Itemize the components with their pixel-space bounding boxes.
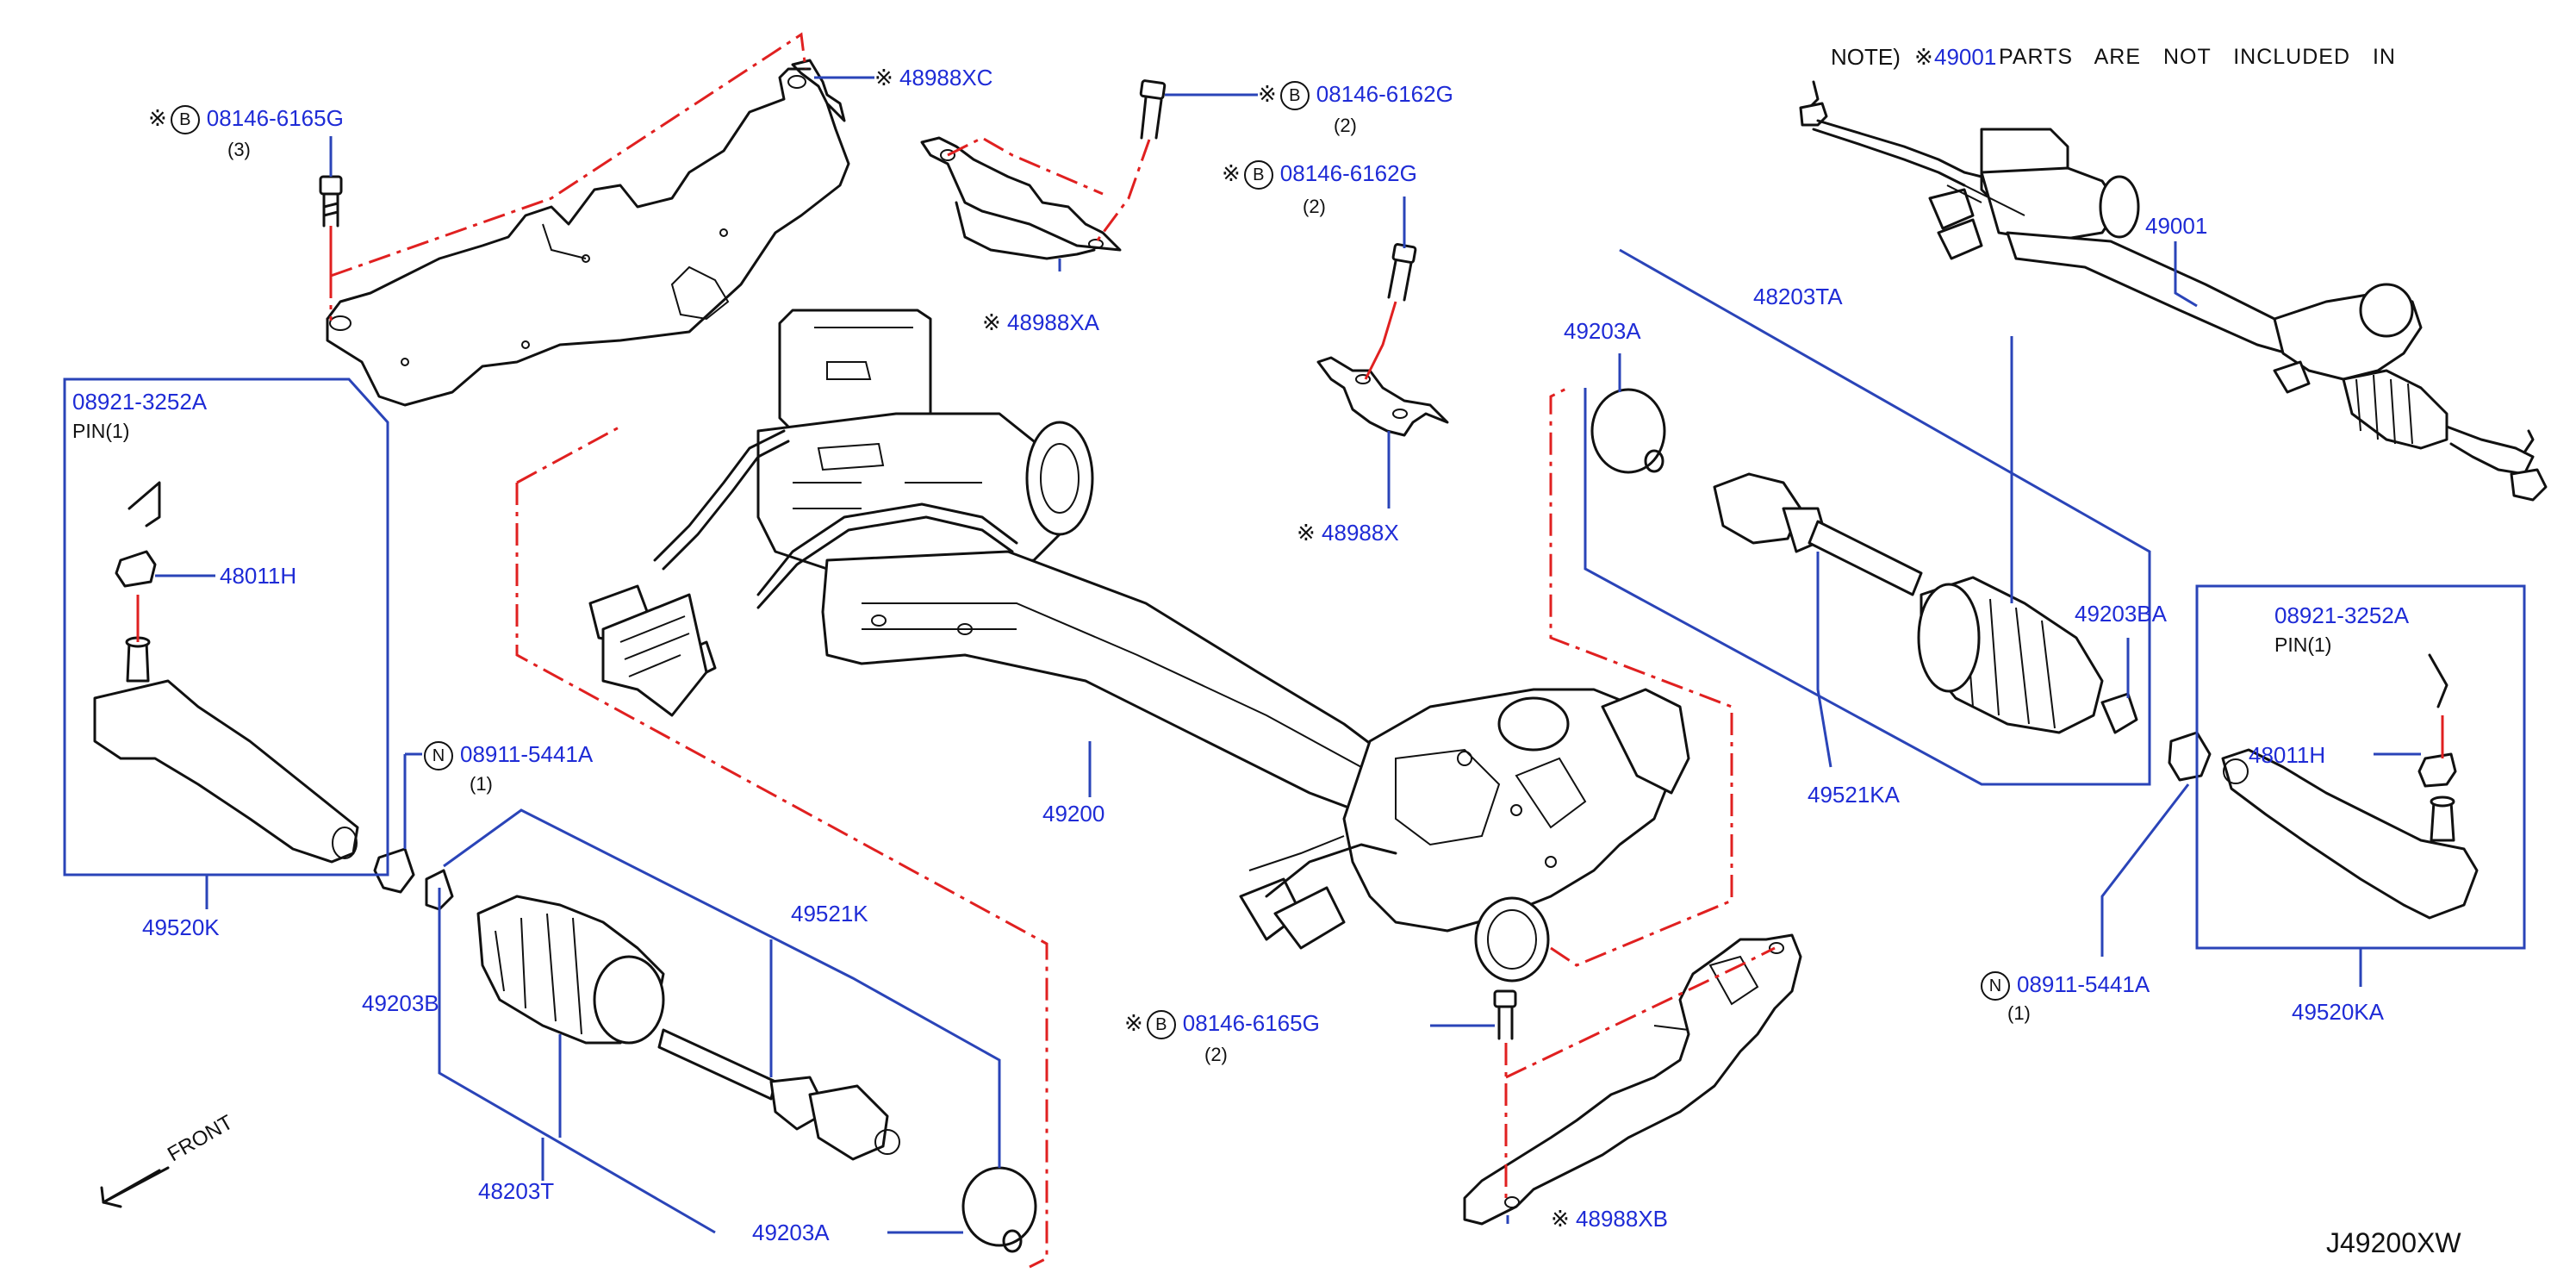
n-circle-icon: N [424, 741, 453, 771]
b-circle-icon: B [170, 105, 200, 134]
b-circle-icon: B [1243, 160, 1273, 190]
label-49521k: 49521K [791, 901, 868, 926]
bolt-08146-6162g-a [1139, 79, 1167, 140]
label-08921-3252a-left: 08921-3252A [72, 389, 208, 415]
label-48203t: 48203T [478, 1178, 555, 1204]
n-circle-icon: N [1981, 971, 2010, 1001]
label-49203b: 49203B [362, 990, 439, 1016]
tie-rod-end-49520ka [2221, 653, 2479, 920]
label-49521ka: 49521KA [1808, 782, 1900, 808]
steering-gear-49200 [588, 309, 1690, 983]
label-49520k: 49520K [142, 914, 220, 940]
inner-rod-48203t [657, 1028, 900, 1161]
label-pin-left: PIN(1) [72, 420, 130, 442]
bolt-08146-6162g-b [1387, 243, 1417, 302]
boot-49203ba [1917, 576, 2138, 734]
bracket-48988x [1316, 356, 1449, 437]
b-circle-icon: B [1279, 81, 1310, 110]
steering-assembly-49001 [1799, 80, 2548, 502]
label-08921-3252a-right: 08921-3252A [2274, 602, 2410, 628]
nut-08911-5441a-right [2168, 731, 2212, 782]
inner-rod-48203ta [1713, 472, 1923, 596]
label-49203ba: 49203BA [2075, 601, 2167, 627]
note-part: 49001 [1934, 44, 1997, 70]
mark-icon: ※ [874, 65, 893, 90]
qty-08146-6162g-b: (2) [1303, 196, 1326, 217]
qty-08146-6162g-a: (2) [1334, 115, 1357, 136]
label-pin-right: PIN(1) [2274, 633, 2332, 656]
leader-lines [63, 76, 2526, 1234]
label-49520ka: 49520KA [2292, 999, 2384, 1025]
note-text: PARTS ARE NOT INCLUDED IN [1999, 45, 2396, 69]
note-mark: ※ [1914, 44, 1933, 70]
qty-08146-6165g-top: (3) [227, 139, 251, 160]
clamp-49203a-right [1590, 388, 1666, 474]
label-48011h-left: 48011H [220, 563, 297, 589]
bolt-08146-6165g-bottom [1493, 989, 1517, 1040]
label-49203a-right: 49203A [1564, 318, 1641, 344]
label-48988xa: ※ 48988XA [982, 309, 1100, 335]
label-49200: 49200 [1042, 801, 1105, 827]
label-48011h-right: 48011H [2249, 742, 2326, 768]
label-49001: 49001 [2145, 213, 2208, 239]
front-arrow-icon [100, 1166, 170, 1208]
b-circle-icon: B [1146, 1010, 1176, 1039]
tie-rod-end-49520k [93, 481, 359, 864]
bolt-08146-6165g-top [319, 175, 343, 228]
label-49203a-left: 49203A [752, 1220, 830, 1245]
qty-08911-5441a-right: (1) [2007, 1002, 2031, 1024]
qty-08146-6165g-bottom: (2) [1204, 1044, 1228, 1065]
label-48988xc: ※ 48988XC [874, 65, 993, 90]
boot-49203b [476, 895, 665, 1045]
bracket-48988xc [326, 59, 850, 407]
nut-08911-5441a-left [373, 847, 454, 911]
qty-08911-5441a-left: (1) [470, 773, 493, 795]
label-48203ta: 48203TA [1753, 284, 1843, 309]
bracket-48988xb [1463, 933, 1802, 1226]
label-48988x: ※ 48988X [1297, 520, 1399, 546]
bracket-48988xa [920, 136, 1122, 260]
label-48988xb: ※ 48988XB [1551, 1206, 1669, 1232]
note-prefix: NOTE) [1831, 44, 1901, 70]
clamp-49203a-left [961, 1166, 1037, 1253]
diagram-id: J49200XW [2326, 1227, 2461, 1258]
